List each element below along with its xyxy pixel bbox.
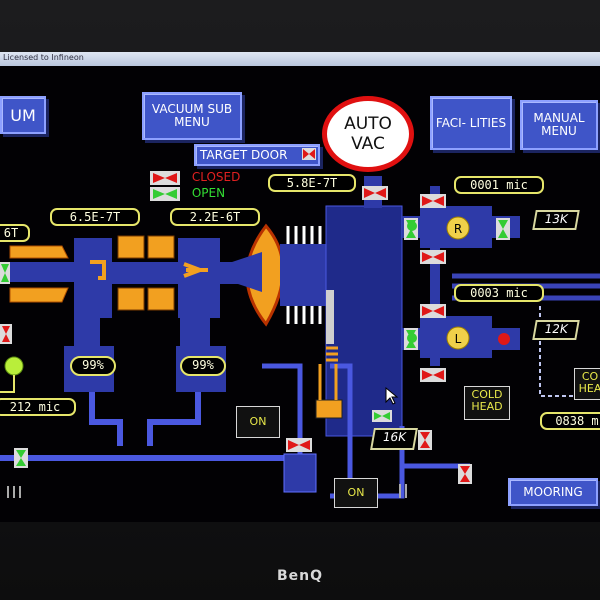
gauge-left-lower: 212 mic xyxy=(0,398,76,416)
facilities-button[interactable]: FACI- LITIES xyxy=(430,96,512,150)
cryo-vertical-line xyxy=(430,186,440,366)
beamline-left xyxy=(0,262,92,282)
chamber-cryo-temp: 16K xyxy=(370,428,418,450)
window-title: Licensed to Infineon xyxy=(3,53,84,62)
heater-1 xyxy=(9,245,69,259)
valve-closed-upper-bottom[interactable] xyxy=(420,250,446,264)
target-door-valve-icon xyxy=(302,148,316,160)
auto-vac-button[interactable]: AUTO VAC xyxy=(322,96,414,172)
status-on-bottom: ON xyxy=(334,478,378,508)
manual-menu-button[interactable]: MANUAL MENU xyxy=(520,100,598,150)
pump-2-speed: 99% xyxy=(180,356,226,376)
valve-closed-far-right[interactable] xyxy=(458,464,472,484)
valve-block-2 xyxy=(178,238,220,318)
gauge-upper-right: 0001 mic xyxy=(454,176,544,194)
chamber-throat xyxy=(280,244,328,306)
actuator-2 xyxy=(183,262,208,278)
foreline-pipes xyxy=(0,392,290,461)
valve-closed-upper-top[interactable] xyxy=(420,194,446,208)
mouse-cursor xyxy=(385,386,399,405)
cryo-upper-head xyxy=(446,216,470,240)
manipulator-rod xyxy=(326,290,334,344)
gauge-right-lower: 0838 m xyxy=(540,412,600,430)
cryo-lower-temp: 12K xyxy=(532,320,580,340)
gauge-chamber: 5.8E-7T xyxy=(268,174,356,192)
status-on-left: ON xyxy=(236,406,280,438)
auto-vac-label: AUTO VAC xyxy=(344,114,392,154)
legend-closed: CLOSED xyxy=(150,170,240,185)
bellows-upper xyxy=(286,226,322,244)
indicator-open-upper xyxy=(407,221,417,231)
manipulator-legs xyxy=(318,364,338,400)
gauge-1: 6.5E-7T xyxy=(50,208,140,226)
valve-block-1 xyxy=(74,238,112,318)
roughing-pump xyxy=(283,453,317,493)
heater-5 xyxy=(117,287,145,311)
actuator-1 xyxy=(90,260,106,280)
legend-open: OPEN xyxy=(150,186,225,201)
cryo-upper-letter: R xyxy=(454,222,462,236)
manipulator-coils xyxy=(326,346,338,362)
valve-open-foreline-left[interactable] xyxy=(14,448,28,468)
valve-closed-top-chamber[interactable] xyxy=(362,186,388,200)
cryo-upper-temp: 13K xyxy=(532,210,580,230)
target-door-label: TARGET DOOR xyxy=(200,147,288,162)
heater-3 xyxy=(117,235,145,259)
valve-closed-cryo-right[interactable] xyxy=(418,430,432,450)
heater-4 xyxy=(147,235,175,259)
gauge-left-edge: 6T xyxy=(0,224,30,242)
cryo-lower-head xyxy=(446,326,470,350)
valve-closed-lower-bottom[interactable] xyxy=(420,368,446,382)
bellows-lower xyxy=(286,306,322,324)
cold-head-monitor: COLD HEAD xyxy=(464,386,510,420)
cold-head-monitor-right: CO HEA xyxy=(574,368,600,400)
cryo-lower-letter: L xyxy=(455,332,462,346)
schematic-svg: R L xyxy=(0,176,600,499)
vacuum-main-button[interactable]: UM xyxy=(0,96,46,134)
valve-closed-lower-right[interactable] xyxy=(498,333,510,345)
mooring-button[interactable]: MOORING xyxy=(508,478,598,506)
heater-6 xyxy=(147,287,175,311)
open-valve-icon xyxy=(150,186,180,201)
vacuum-schematic: R L UM VACUUM SUB MENU FACI- LITIES MANU… xyxy=(0,66,600,522)
valve-open-chamber-bottom[interactable] xyxy=(372,410,392,422)
valve-closed-lower-top[interactable] xyxy=(420,304,446,318)
beam-cone xyxy=(220,252,262,292)
valve-open-upper-right[interactable] xyxy=(496,218,510,240)
status-lamp-wire xyxy=(0,375,15,393)
hmi-screen: Licensed to Infineon xyxy=(0,52,600,522)
valve-open-beamline-left[interactable] xyxy=(0,262,10,284)
heater-2 xyxy=(9,287,69,303)
legend-closed-label: CLOSED xyxy=(191,170,241,184)
status-lamp-left xyxy=(4,356,24,376)
vacuum-sub-menu-button[interactable]: VACUUM SUB MENU xyxy=(142,92,242,140)
manipulator-cup xyxy=(315,399,343,419)
valve-closed-center-bottom[interactable] xyxy=(286,438,312,452)
gauge-2: 2.2E-6T xyxy=(170,208,260,226)
pump-1-speed: 99% xyxy=(70,356,116,376)
legend-open-label: OPEN xyxy=(191,186,226,200)
target-door-button[interactable]: TARGET DOOR xyxy=(194,144,320,166)
gauge-lower-right: 0003 mic xyxy=(454,284,544,302)
monitor-brand-logo: BenQ xyxy=(276,568,324,584)
valve-closed-left-mid[interactable] xyxy=(0,324,12,344)
closed-valve-icon xyxy=(150,170,180,185)
window-titlebar: Licensed to Infineon xyxy=(0,52,600,66)
vent-marks xyxy=(7,484,407,498)
beamline-mid xyxy=(112,262,182,284)
indicator-open-lower xyxy=(407,333,417,343)
